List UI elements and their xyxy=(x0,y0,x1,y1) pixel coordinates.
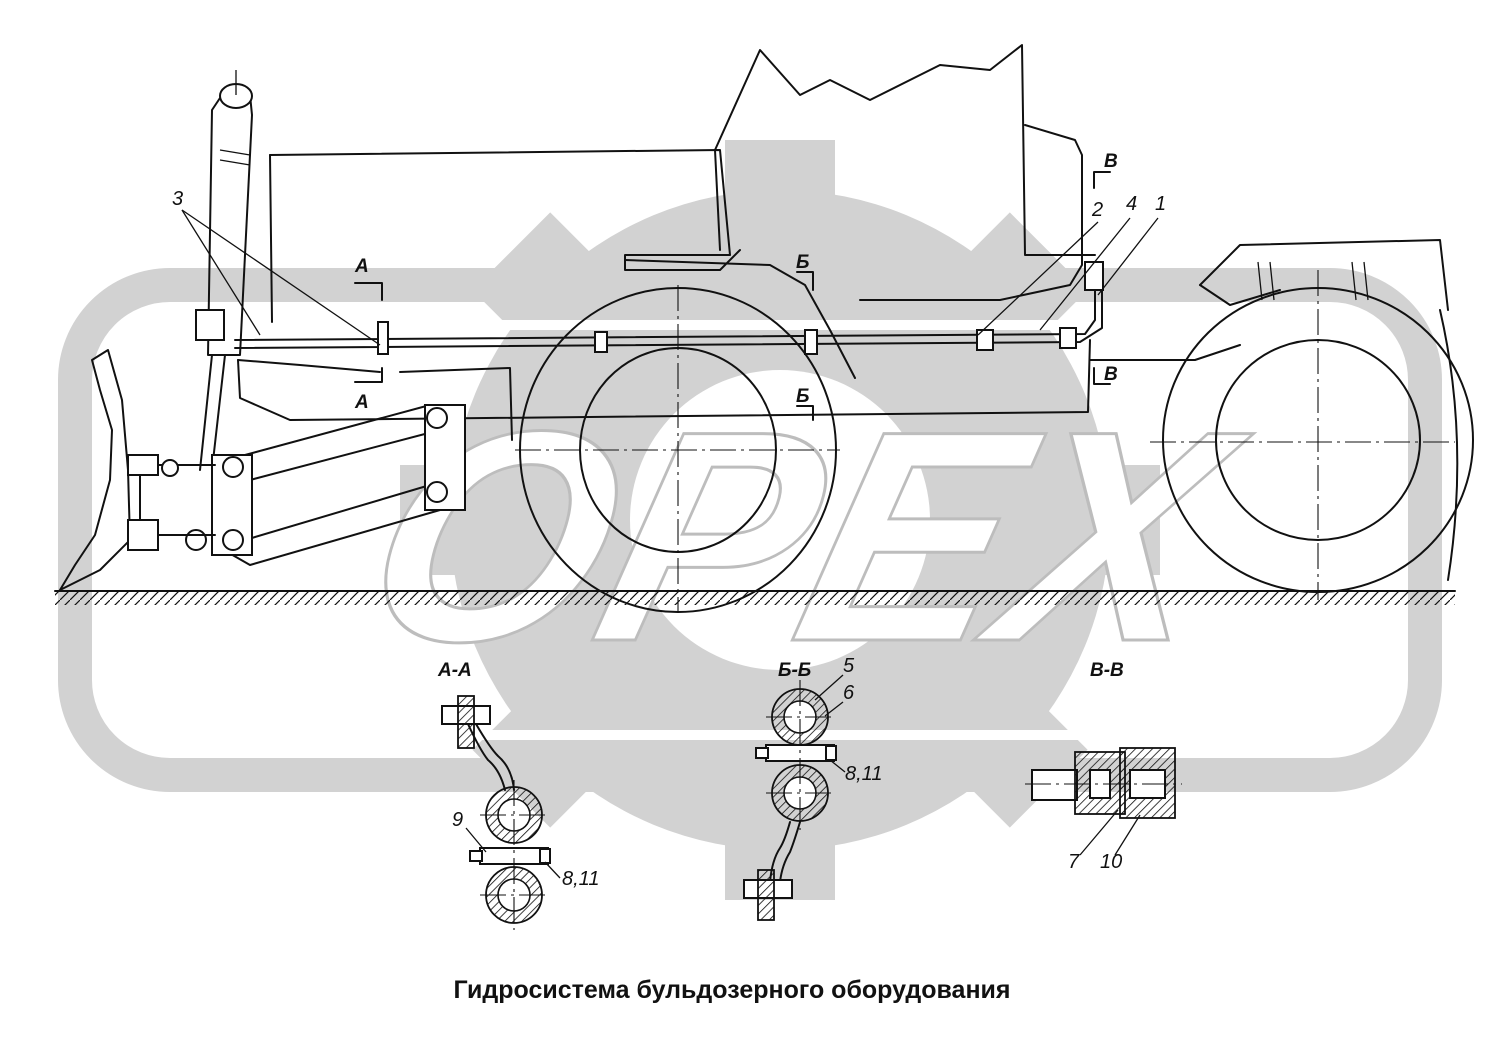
section-mark-b-top: Б xyxy=(796,252,809,273)
push-frame xyxy=(185,404,466,566)
callout-2: 2 xyxy=(1091,199,1103,221)
diagram-caption: Гидросистема бульдозерного оборудования xyxy=(453,976,1010,1004)
section-mark-a-top: А xyxy=(354,256,369,277)
callout-5: 5 xyxy=(843,655,855,677)
section-marks: А А Б Б В В xyxy=(354,151,1118,421)
section-title-vv: В-В xyxy=(1090,660,1124,681)
callouts-main: 3 2 4 1 xyxy=(172,188,1166,346)
section-title-bb: Б-Б xyxy=(778,660,811,681)
lift-cylinder xyxy=(195,70,253,471)
ground xyxy=(54,590,1456,605)
section-mark-v-bottom: В xyxy=(1104,364,1118,385)
callout-3: 3 xyxy=(172,188,183,210)
watermark: OPEX xyxy=(58,140,1442,900)
section-mark-v-top: В xyxy=(1104,151,1118,172)
section-title-aa: А-А xyxy=(437,660,472,681)
callout-8-11-aa: 8,11 xyxy=(562,868,599,890)
callout-7: 7 xyxy=(1068,851,1080,873)
callout-10: 10 xyxy=(1100,851,1122,873)
section-mark-b-bottom: Б xyxy=(796,386,809,407)
front-wheel xyxy=(515,285,840,613)
callout-6: 6 xyxy=(843,682,855,704)
rear-wheel xyxy=(1150,270,1474,600)
callout-8-11-bb: 8,11 xyxy=(845,763,882,785)
watermark-text: OPEX xyxy=(338,368,1271,704)
callout-9: 9 xyxy=(452,809,463,831)
section-vv: В-В 7 10 xyxy=(1025,660,1182,873)
bulldozer-blade xyxy=(59,349,216,591)
callout-1: 1 xyxy=(1155,193,1166,215)
section-bb: Б-Б 5 6 8,11 xyxy=(743,655,882,921)
section-aa: А-А 9 8,11 xyxy=(437,660,599,930)
section-mark-a-bottom: А xyxy=(354,392,369,413)
hydraulic-lines xyxy=(234,261,1104,355)
tractor-body xyxy=(237,44,1449,441)
callout-4: 4 xyxy=(1126,193,1137,215)
